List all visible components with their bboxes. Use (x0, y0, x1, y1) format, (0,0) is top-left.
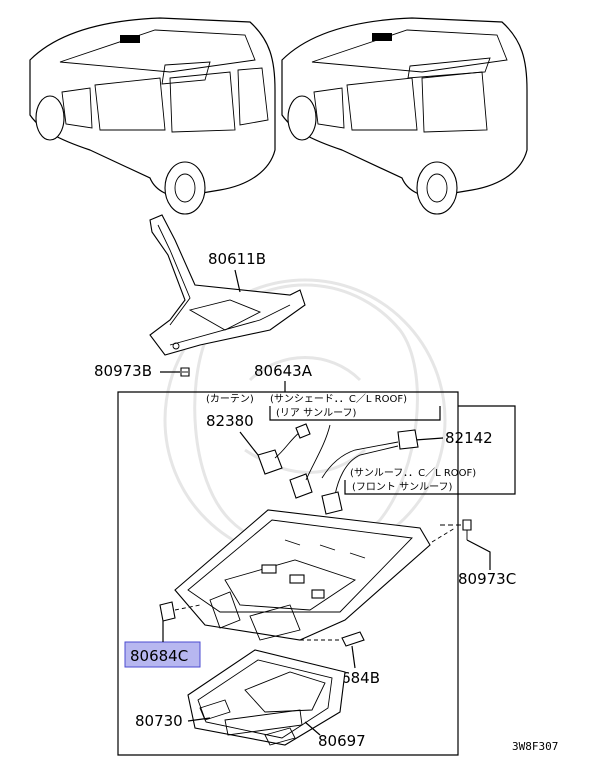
connector-curtain-part: 82380 (206, 412, 311, 475)
harness-part: 82142 (289, 424, 493, 515)
lamp-housing-part (174, 509, 456, 641)
note-sunshade-line1: (サンシェード．．C／L ROOF) (270, 393, 407, 405)
lens-panel-part (187, 649, 346, 746)
part-number-80730: 80730 (135, 712, 183, 730)
screw-left-part (180, 367, 190, 377)
part-number-80973B: 80973B (94, 362, 152, 380)
part-number-80697: 80697 (318, 732, 366, 750)
vehicle-right-illustration (281, 17, 528, 215)
highlight-80684C (124, 641, 201, 668)
part-number-80611B: 80611B (208, 250, 266, 268)
part-number-80684C: 80684C (130, 647, 188, 665)
screw-right-part: 80973C (440, 519, 516, 588)
part-number-82142: 82142 (445, 429, 493, 447)
assembly-box-80643A: 80643A (117, 362, 516, 756)
bracket-part (149, 214, 306, 356)
label-80611B: 80611B (208, 250, 266, 293)
note-curtain: (カーテン) (206, 393, 254, 405)
part-number-82380: 82380 (206, 412, 254, 430)
note-sunshade-line2: (リア サンルーフ) (276, 407, 356, 419)
part-number-80973C: 80973C (458, 570, 516, 588)
vehicle-left-illustration (29, 17, 276, 215)
note-sunroof-line1: (サンルーフ．．C／L ROOF) (350, 467, 476, 479)
drawing-code: 3W8F307 (512, 740, 558, 753)
clip-left-part (159, 601, 201, 622)
part-number-80643A: 80643A (254, 362, 313, 380)
note-sunroof-line2: (フロント サンルーフ) (352, 481, 452, 493)
